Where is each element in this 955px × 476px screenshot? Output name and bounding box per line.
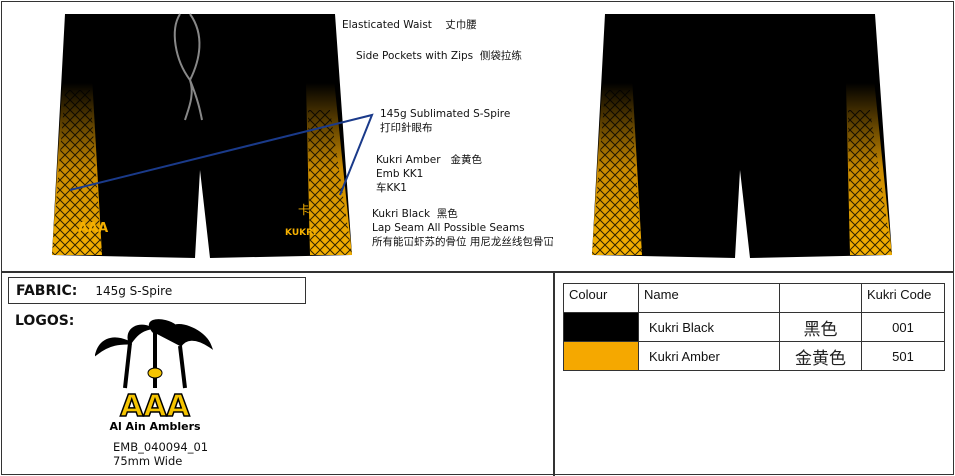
svg-text:Al Ain Amblers: Al Ain Amblers — [109, 420, 201, 433]
fabric-pointer-lines — [69, 113, 374, 196]
table-row: Kukri Amber 金黄色 501 — [563, 341, 945, 371]
table-header: Colour Name Kukri Code — [563, 283, 945, 313]
shorts-back — [592, 14, 892, 258]
svg-text:AAA: AAA — [120, 389, 190, 424]
colour-code: 501 — [861, 341, 945, 371]
colour-name: Kukri Black — [638, 312, 780, 342]
divider-vertical — [553, 271, 555, 476]
colour-swatch — [563, 312, 639, 342]
colour-code: 001 — [861, 312, 945, 342]
club-logo: AAA Al Ain Amblers — [95, 319, 214, 433]
note-pockets: Side Pockets with Zips 侧袋拉练 — [356, 50, 522, 62]
fabric-label: FABRIC: — [16, 282, 78, 299]
colour-name-cn: 黑色 — [779, 312, 862, 342]
note-waist: Elasticated Waist 丈巾腰 — [342, 19, 477, 31]
kukri-logo: 卡 KUKRI — [285, 203, 316, 238]
header-name: Name — [638, 283, 780, 313]
svg-text:卡: 卡 — [298, 203, 310, 217]
fabric-box: FABRIC: 145g S-Spire — [8, 277, 306, 304]
colour-table: Colour Name Kukri Code Kukri Black 黑色 00… — [563, 283, 945, 371]
header-code: Kukri Code — [861, 283, 945, 313]
logos-label: LOGOS: — [15, 313, 75, 329]
colour-name: Kukri Amber — [638, 341, 780, 371]
colour-name-cn: 金黄色 — [779, 341, 862, 371]
colour-swatch — [563, 341, 639, 371]
header-chinese — [779, 283, 862, 313]
shorts-front: AAA 卡 KUKRI — [52, 13, 352, 258]
divider-horizontal — [1, 271, 954, 273]
club-logo-small: AAA — [78, 221, 108, 236]
svg-text:AAA: AAA — [78, 221, 108, 236]
header-colour: Colour — [563, 283, 639, 313]
svg-text:KUKRI: KUKRI — [285, 228, 316, 238]
table-row: Kukri Black 黑色 001 — [563, 312, 945, 342]
fabric-value: 145g S-Spire — [95, 283, 173, 298]
